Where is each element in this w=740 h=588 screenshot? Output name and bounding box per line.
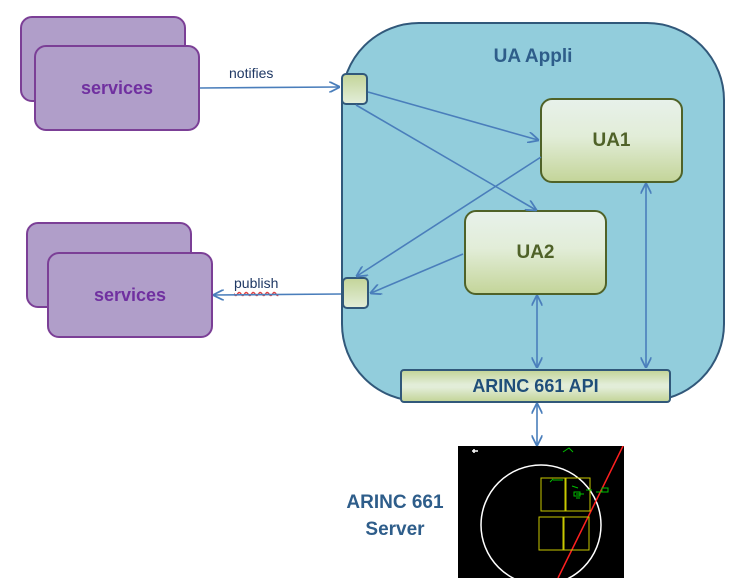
server-label-line2: Server: [365, 519, 425, 540]
ua2-box: UA2: [464, 210, 607, 295]
arinc-661-api-bar: ARINC 661 API: [400, 369, 671, 403]
display-symbols: [549, 447, 609, 499]
arrow-ua2-to-publish-port: [371, 253, 464, 293]
display-box-1: [540, 477, 566, 512]
services-label-bottom: services: [93, 284, 167, 305]
arrow-services-to-notify-port: [199, 87, 339, 88]
arrow-notify-port-to-ua1: [367, 91, 538, 140]
notifies-label: notifies: [229, 65, 274, 81]
display-box-3: [538, 516, 564, 551]
arinc-661-server-label: ARINC 661 Server: [330, 489, 460, 543]
display-corner-mark: [472, 449, 478, 453]
server-display-graphics: [472, 446, 624, 578]
ua1-label: UA1: [592, 129, 631, 151]
arrow-publish-port-to-services: [214, 294, 342, 295]
display-box-4: [563, 516, 590, 551]
ua2-label: UA2: [516, 241, 555, 263]
notify-port: [341, 73, 368, 105]
publish-port: [342, 277, 369, 309]
ua-appli-title: UA Appli: [493, 46, 573, 67]
publish-label: publish: [234, 275, 279, 291]
services-label-top: services: [80, 77, 154, 98]
arinc-661-api-label: ARINC 661 API: [472, 375, 599, 396]
ua1-box: UA1: [540, 98, 683, 183]
server-label-line1: ARINC 661: [346, 492, 444, 513]
services-box-bottom: services: [47, 252, 213, 338]
display-track-line: [557, 446, 624, 578]
arrow-ua1-to-publish-port: [357, 156, 542, 276]
services-box-top: services: [34, 45, 200, 131]
arrow-notify-port-to-ua2: [355, 104, 536, 210]
display-box-2: [565, 477, 591, 512]
server-display-screen: [458, 446, 624, 578]
display-range-circle: [480, 464, 602, 578]
